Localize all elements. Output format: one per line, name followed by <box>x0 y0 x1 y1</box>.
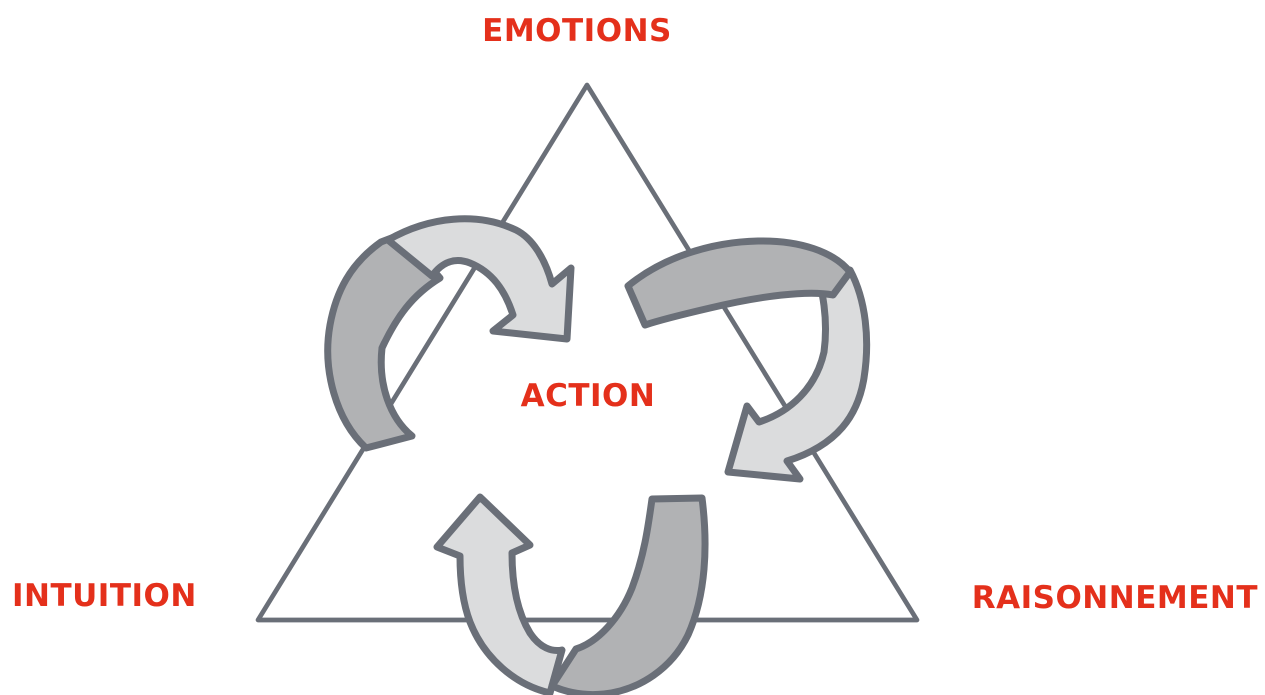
label-raisonnement: RAISONNEMENT <box>971 580 1258 616</box>
triangle-outline-icon <box>255 82 920 623</box>
label-emotions: EMOTIONS <box>482 13 672 49</box>
cycle-arrow-top-right-icon <box>624 237 871 483</box>
arrow-tail-segment <box>624 237 854 329</box>
arrow-tail-segment <box>548 494 709 695</box>
arrow-head-segment <box>433 493 566 695</box>
arrow-head-segment <box>384 215 575 343</box>
label-intuition: INTUITION <box>12 578 197 614</box>
cycle-arrow-top-left-icon <box>324 215 575 452</box>
arrow-head-segment <box>724 258 871 483</box>
cycle-arrow-bottom-icon <box>433 493 709 695</box>
label-action: ACTION <box>520 378 656 414</box>
